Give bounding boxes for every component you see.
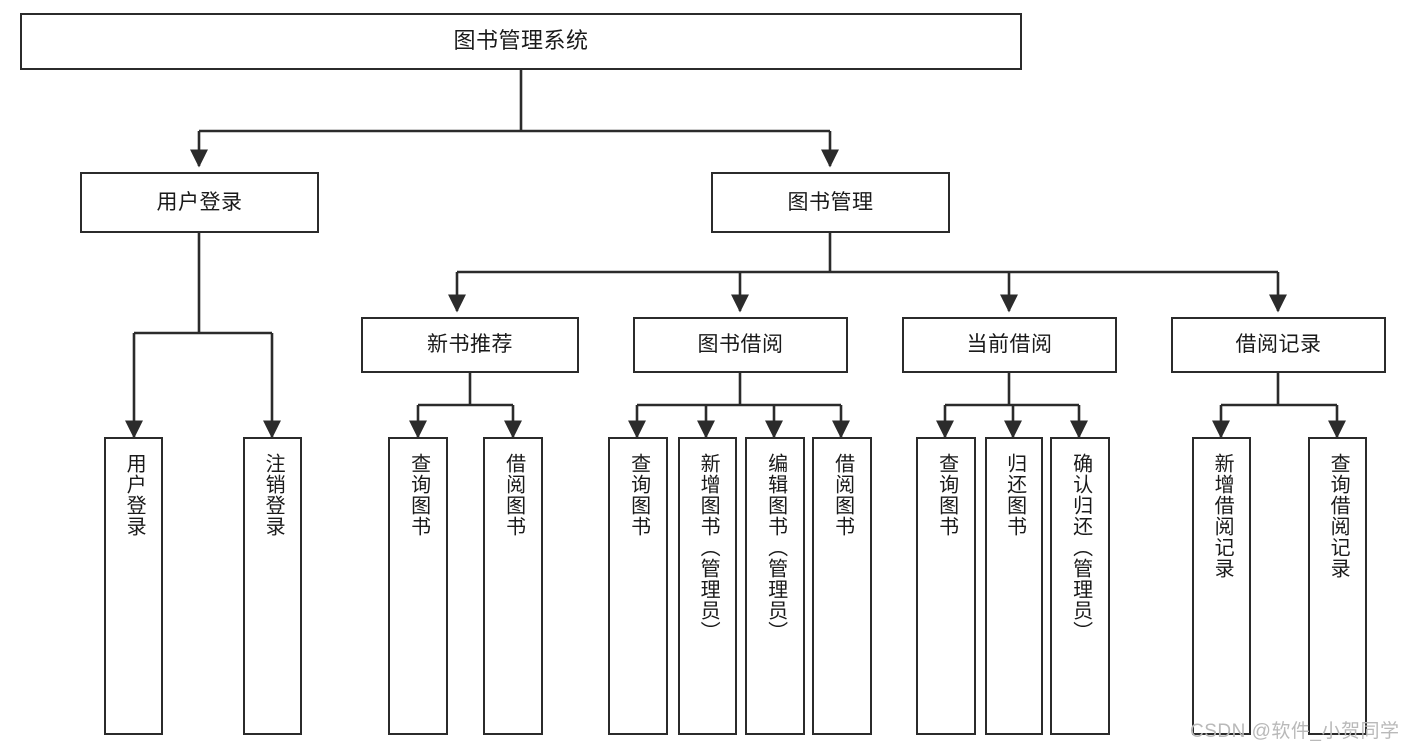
node-borrow-record-label: 借阅记录: [1235, 333, 1322, 357]
node-book-borrow[interactable]: 图书借阅: [633, 317, 848, 373]
leaf-user-login-label: 用户登录: [123, 453, 146, 537]
leaf-query-book-borrow[interactable]: 查询图书: [608, 437, 668, 735]
node-user-login-label: 用户登录: [156, 190, 243, 214]
leaf-add-borrow-record-label: 新增借阅记录: [1211, 453, 1234, 579]
leaf-query-book-current-label: 查询图书: [935, 453, 958, 537]
leaf-add-borrow-record[interactable]: 新增借阅记录: [1192, 437, 1251, 735]
leaf-confirm-return-admin[interactable]: 确认归还（管理员）: [1050, 437, 1110, 735]
node-book-borrow-label: 图书借阅: [697, 333, 784, 357]
leaf-query-book-current[interactable]: 查询图书: [916, 437, 976, 735]
leaf-confirm-return-admin-label: 确认归还（管理员）: [1069, 453, 1092, 642]
leaf-logout-label: 注销登录: [262, 453, 285, 537]
node-new-book-recommend-label: 新书推荐: [427, 333, 513, 357]
leaf-edit-book-admin[interactable]: 编辑图书（管理员）: [745, 437, 805, 735]
leaf-return-book-label: 归还图书: [1003, 453, 1026, 537]
leaf-user-login[interactable]: 用户登录: [104, 437, 163, 735]
node-book-management-label: 图书管理: [787, 190, 874, 214]
leaf-query-book-recommend[interactable]: 查询图书: [388, 437, 448, 735]
leaf-borrow-book-recommend[interactable]: 借阅图书: [483, 437, 543, 735]
leaf-return-book[interactable]: 归还图书: [985, 437, 1043, 735]
node-current-borrow-label: 当前借阅: [966, 333, 1053, 357]
leaf-borrow-book-label: 借阅图书: [831, 453, 854, 537]
node-book-management[interactable]: 图书管理: [711, 172, 950, 233]
leaf-query-borrow-record[interactable]: 查询借阅记录: [1308, 437, 1367, 735]
leaf-borrow-book-recommend-label: 借阅图书: [502, 453, 525, 537]
node-user-login[interactable]: 用户登录: [80, 172, 319, 233]
node-root[interactable]: 图书管理系统: [20, 13, 1022, 70]
leaf-add-book-admin-label: 新增图书（管理员）: [697, 453, 720, 642]
node-current-borrow[interactable]: 当前借阅: [902, 317, 1117, 373]
leaf-add-book-admin[interactable]: 新增图书（管理员）: [678, 437, 737, 735]
leaf-query-book-borrow-label: 查询图书: [627, 453, 650, 537]
node-root-label: 图书管理系统: [453, 28, 589, 54]
node-new-book-recommend[interactable]: 新书推荐: [361, 317, 579, 373]
node-borrow-record[interactable]: 借阅记录: [1171, 317, 1386, 373]
leaf-logout[interactable]: 注销登录: [243, 437, 302, 735]
leaf-query-book-recommend-label: 查询图书: [407, 453, 430, 537]
leaf-borrow-book[interactable]: 借阅图书: [812, 437, 872, 735]
leaf-query-borrow-record-label: 查询借阅记录: [1327, 453, 1350, 579]
leaf-edit-book-admin-label: 编辑图书（管理员）: [764, 453, 787, 642]
csdn-watermark: CSDN @软件_小贺同学: [1190, 721, 1400, 742]
